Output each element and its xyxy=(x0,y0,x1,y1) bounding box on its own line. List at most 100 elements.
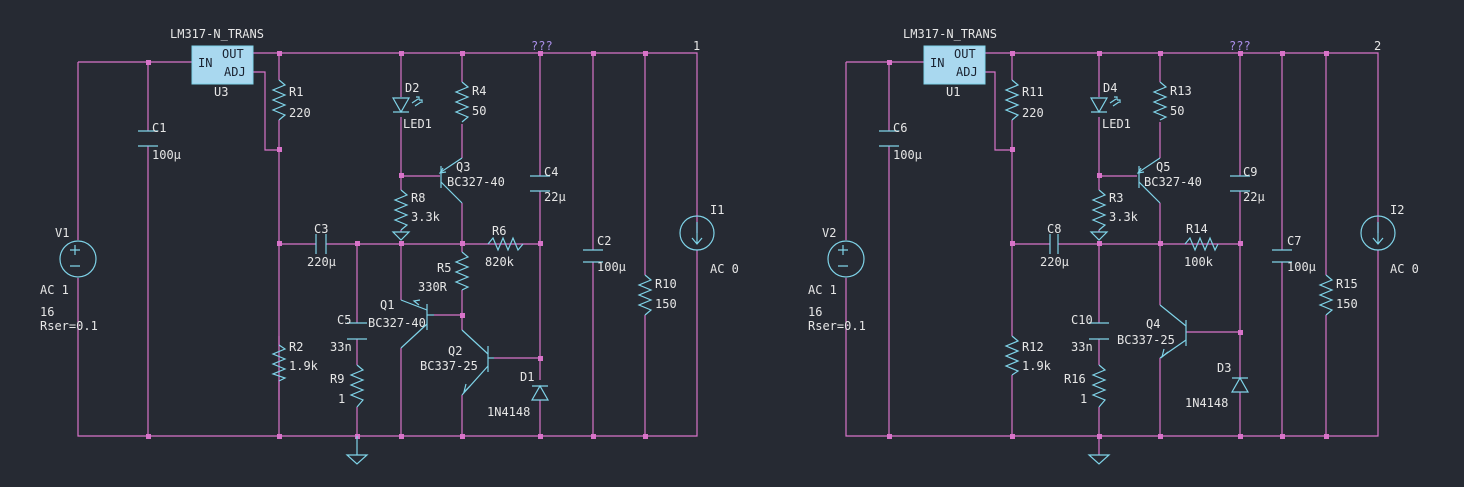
regulator-type-label: LM317-N_TRANS xyxy=(170,27,264,41)
voltage-source-v1[interactable] xyxy=(59,240,97,278)
current-source-i1[interactable] xyxy=(679,215,715,251)
c1-ref: C1 xyxy=(152,121,166,135)
regulator-pin-adj: ADJ xyxy=(224,65,246,79)
resistor-r13[interactable] xyxy=(1152,81,1168,121)
r3-ref: R3 xyxy=(1109,191,1123,205)
resistor-r9[interactable] xyxy=(349,364,365,408)
i2-value: AC 0 xyxy=(1390,262,1419,276)
regulator-type-label: LM317-N_TRANS xyxy=(903,27,997,41)
c4-value: 22µ xyxy=(544,190,566,204)
regulator-ref-label: U1 xyxy=(946,85,960,99)
c10-ref: C10 xyxy=(1071,313,1093,327)
resistor-r4[interactable] xyxy=(454,81,470,123)
ground-symbol xyxy=(1087,454,1111,465)
led-d4[interactable] xyxy=(1089,96,1121,114)
q5-value: BC327-40 xyxy=(1144,175,1202,189)
r1-ref: R1 xyxy=(289,85,303,99)
net-label-output: 2 xyxy=(1374,39,1381,53)
resistor-r1[interactable] xyxy=(271,79,287,121)
capacitor-c4[interactable] xyxy=(530,175,550,192)
r15-value: 150 xyxy=(1336,297,1358,311)
resistor-r15[interactable] xyxy=(1318,274,1334,316)
resistor-r11[interactable] xyxy=(1004,79,1020,121)
r6-value: 820k xyxy=(485,255,515,269)
capacitor-c10[interactable] xyxy=(1089,322,1109,340)
regulator-pin-out: OUT xyxy=(222,47,244,61)
q4-value: BC337-25 xyxy=(1117,333,1175,347)
capacitor-c2[interactable] xyxy=(583,249,603,263)
regulator-ref-label: U3 xyxy=(214,85,228,99)
wires-right xyxy=(845,52,1379,455)
resistor-r6[interactable] xyxy=(487,236,524,252)
c8-ref: C8 xyxy=(1047,222,1061,236)
resistor-r14[interactable] xyxy=(1184,236,1219,252)
diode-d1[interactable] xyxy=(530,384,550,401)
i2-ref: I2 xyxy=(1390,203,1404,217)
d2-value: LED1 xyxy=(403,117,432,131)
net-label-unknown: ??? xyxy=(531,39,553,53)
led-d2[interactable] xyxy=(391,96,423,114)
resistor-r16[interactable] xyxy=(1091,364,1107,408)
junctions-left xyxy=(146,51,648,439)
d3-value: 1N4148 xyxy=(1185,396,1228,410)
ground-symbol xyxy=(345,436,369,465)
v1-line1: AC 1 xyxy=(40,283,69,297)
d1-ref: D1 xyxy=(520,370,534,384)
r10-value: 150 xyxy=(655,297,677,311)
diode-d3[interactable] xyxy=(1230,376,1250,393)
ground-symbol xyxy=(391,231,411,241)
regulator-pin-adj: ADJ xyxy=(956,65,978,79)
i1-value: AC 0 xyxy=(710,262,739,276)
resistor-r2[interactable] xyxy=(271,344,287,382)
regulator-u3[interactable]: IN OUT ADJ xyxy=(191,45,254,85)
v2-ref: V2 xyxy=(822,226,836,240)
transistor-q5[interactable] xyxy=(1136,157,1161,204)
capacitor-c7[interactable] xyxy=(1272,249,1292,263)
capacitor-c6[interactable] xyxy=(879,130,899,147)
junctions-right xyxy=(887,51,1329,439)
q4-ref: Q4 xyxy=(1146,317,1160,331)
resistor-r8[interactable] xyxy=(393,189,409,231)
transistor-q1[interactable] xyxy=(400,299,434,349)
r16-value: 1 xyxy=(1080,392,1087,406)
r12-ref: R12 xyxy=(1022,340,1044,354)
c2-value: 100µ xyxy=(597,260,626,274)
r14-value: 100k xyxy=(1184,255,1214,269)
capacitor-c3[interactable] xyxy=(315,234,327,254)
v2-line1: AC 1 xyxy=(808,283,837,297)
capacitor-c1[interactable] xyxy=(138,130,158,147)
d1-value: 1N4148 xyxy=(487,405,530,419)
resistor-r3[interactable] xyxy=(1091,189,1107,231)
r13-value: 50 xyxy=(1170,104,1184,118)
v2-line2: 16 xyxy=(808,305,822,319)
r10-ref: R10 xyxy=(655,277,677,291)
resistor-r5[interactable] xyxy=(454,251,470,291)
d4-value: LED1 xyxy=(1102,117,1131,131)
resistor-r10[interactable] xyxy=(637,274,653,316)
q2-value: BC337-25 xyxy=(420,359,478,373)
voltage-source-v2[interactable] xyxy=(827,240,865,278)
i1-ref: I1 xyxy=(710,203,724,217)
d3-ref: D3 xyxy=(1217,361,1231,375)
capacitor-c8[interactable] xyxy=(1049,234,1059,254)
regulator-u1[interactable]: IN OUT ADJ xyxy=(923,45,986,85)
current-source-i2[interactable] xyxy=(1360,215,1396,251)
regulator-pin-in: IN xyxy=(198,56,212,70)
c7-ref: C7 xyxy=(1287,234,1301,248)
c3-value: 220µ xyxy=(307,255,336,269)
circuit-left: IN OUT ADJ LM317-N_TRANS U3 ??? 1 V1 AC … xyxy=(40,27,739,465)
c1-value: 100µ xyxy=(152,148,181,162)
q1-ref: Q1 xyxy=(380,298,394,312)
r5-ref: R5 xyxy=(437,261,451,275)
r13-ref: R13 xyxy=(1170,84,1192,98)
q3-ref: Q3 xyxy=(456,160,470,174)
transistor-q2[interactable] xyxy=(461,329,494,396)
capacitor-c9[interactable] xyxy=(1230,175,1250,192)
resistor-r12[interactable] xyxy=(1004,335,1020,376)
r12-value: 1.9k xyxy=(1022,359,1052,373)
capacitor-c5[interactable] xyxy=(347,322,367,340)
transistor-q4[interactable] xyxy=(1159,304,1187,359)
transistor-q3[interactable] xyxy=(438,157,463,204)
ground-symbol xyxy=(1089,231,1109,241)
